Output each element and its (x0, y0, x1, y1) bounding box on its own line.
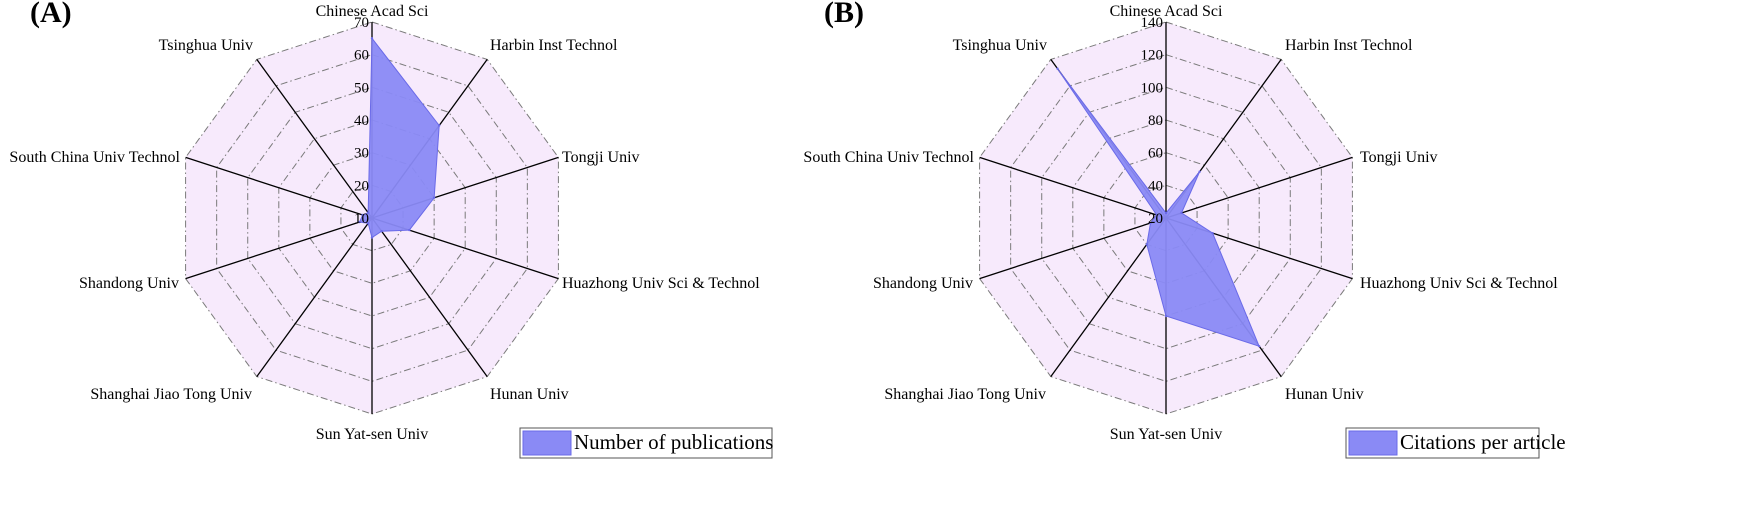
data-point-south-china-univ-technol (1155, 213, 1158, 217)
axis-label-shanghai-jiao-tong-univ: Shanghai Jiao Tong Univ (90, 386, 252, 403)
axis-label-shandong-univ: Shandong Univ (79, 275, 179, 292)
tick-label: 140 (1141, 15, 1164, 31)
grid-ring (1134, 184, 1198, 252)
legend-label: Citations per article (1400, 430, 1566, 454)
axis-label-harbin-inst-technol: Harbin Inst Technol (490, 37, 618, 54)
data-point-shanghai-jiao-tong-univ (1145, 243, 1149, 246)
axis-label-harbin-inst-technol: Harbin Inst Technol (1285, 37, 1413, 54)
axis-label-huazhong-univ-sci-technol: Huazhong Univ Sci & Technol (562, 275, 760, 292)
panel-label: (B) (824, 0, 864, 29)
axis-label-south-china-univ-technol: South China Univ Technol (803, 149, 974, 166)
spoke-line (979, 156, 1167, 219)
grid-ring (309, 152, 435, 284)
axis-label-shanghai-jiao-tong-univ: Shanghai Jiao Tong Univ (884, 386, 1046, 403)
axis-label-chinese-acad-sci: Chinese Acad Sci (316, 3, 429, 20)
grid-ring (216, 54, 528, 382)
axis-label-sun-yat-sen-univ: Sun Yat-sen Univ (316, 426, 428, 443)
tick-label: 20 (354, 178, 369, 194)
axis-label-tongji-univ: Tongji Univ (1360, 149, 1438, 166)
axis-label-shandong-univ: Shandong Univ (873, 275, 973, 292)
data-point-sun-yat-sen-univ (370, 236, 374, 239)
tick-label: 60 (1148, 146, 1163, 162)
axis-label-sun-yat-sen-univ: Sun Yat-sen Univ (1110, 426, 1222, 443)
data-point-harbin-inst-technol (1198, 170, 1201, 173)
data-point-south-china-univ-technol (361, 213, 364, 217)
spoke-line (979, 217, 1167, 280)
spoke-line (256, 59, 373, 219)
tick-label: 40 (1148, 178, 1163, 194)
data-point-shandong-univ (1149, 221, 1152, 225)
data-point-tongji-univ (432, 196, 436, 200)
data-point-huazhong-univ-sci-technol (1211, 231, 1214, 235)
grid-ring (247, 86, 497, 350)
spoke-line (185, 156, 373, 219)
grid-ring (1103, 152, 1229, 284)
data-point-sun-yat-sen-univ (1164, 314, 1168, 318)
tick-label: 30 (354, 146, 369, 162)
tick-label: 10 (354, 211, 369, 227)
axis-label-hunan-univ: Hunan Univ (1285, 386, 1364, 403)
data-point-tongji-univ (1180, 211, 1183, 215)
axis-label-huazhong-univ-sci-technol: Huazhong Univ Sci & Technol (1360, 275, 1558, 292)
grid-ring (1010, 54, 1322, 382)
legend-swatch (1348, 430, 1398, 456)
data-point-tsinghua-univ (366, 211, 370, 214)
axis-label-chinese-acad-sci: Chinese Acad Sci (1110, 3, 1223, 20)
grid-ring (1041, 86, 1291, 350)
data-point-hunan-univ (380, 230, 383, 233)
axis-label-tongji-univ: Tongji Univ (562, 149, 640, 166)
tick-label: 40 (354, 113, 369, 129)
tick-label: 50 (354, 80, 369, 96)
tick-label: 60 (354, 48, 369, 64)
axis-label-hunan-univ: Hunan Univ (490, 386, 569, 403)
data-point-shanghai-jiao-tong-univ (366, 222, 370, 225)
data-point-chinese-acad-sci (370, 37, 374, 40)
tick-label: 80 (1148, 113, 1163, 129)
data-point-huazhong-univ-sci-technol (408, 228, 411, 232)
spoke-line (185, 217, 373, 280)
tick-label: 100 (1141, 80, 1164, 96)
tick-label: 120 (1141, 48, 1164, 64)
spoke-line (256, 217, 373, 377)
data-point-shandong-univ (358, 220, 361, 224)
legend-label: Number of publications (574, 430, 773, 454)
axis-label-tsinghua-univ: Tsinghua Univ (159, 37, 253, 54)
data-point-harbin-inst-technol (438, 124, 441, 127)
spoke-line (371, 217, 488, 377)
data-point-hunan-univ (1257, 344, 1261, 348)
axis-label-south-china-univ-technol: South China Univ Technol (9, 149, 180, 166)
axis-label-tsinghua-univ: Tsinghua Univ (953, 37, 1047, 54)
spoke-line (1165, 156, 1353, 219)
data-point-chinese-acad-sci (1164, 211, 1168, 215)
tick-label: 20 (1148, 211, 1163, 227)
tick-label: 70 (354, 15, 369, 31)
data-point-tsinghua-univ (1056, 67, 1059, 70)
legend-swatch (522, 430, 572, 456)
panel-label: (A) (30, 0, 72, 29)
